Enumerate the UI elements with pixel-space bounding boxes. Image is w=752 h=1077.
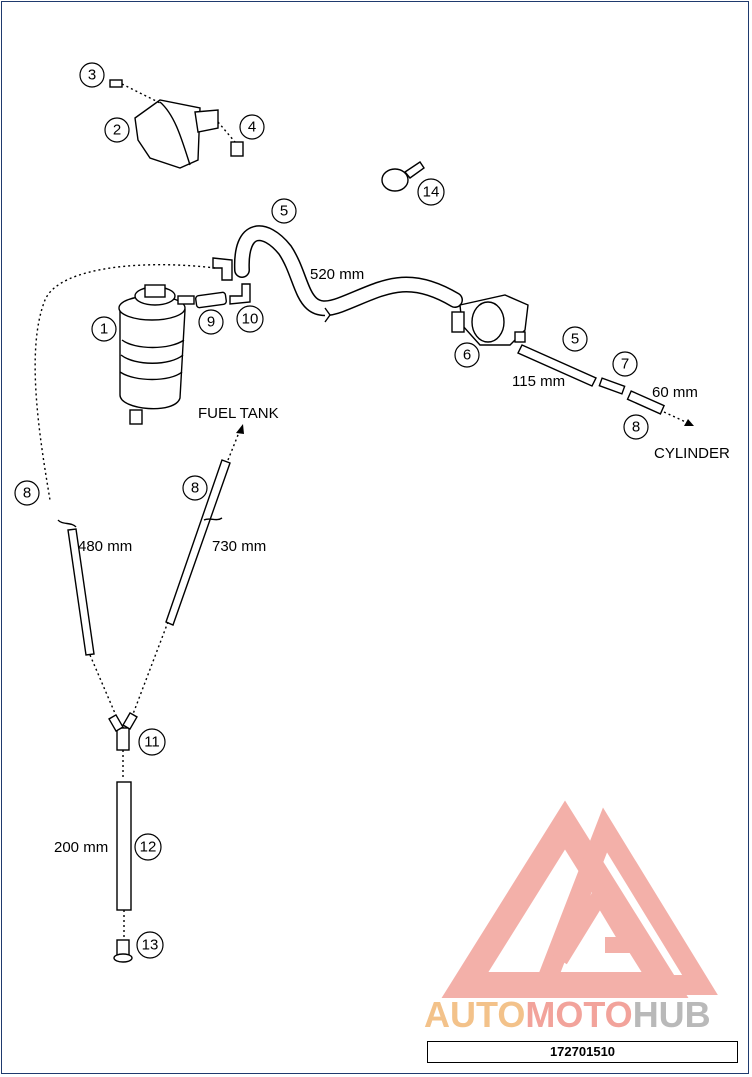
svg-text:5: 5 [571,331,579,348]
reference-number-box: 172701510 [427,1041,738,1063]
callout-13: 13 [136,931,164,959]
elbow-part-10 [229,283,251,305]
fitting-part-7 [598,377,626,395]
cap-part-13 [113,939,133,963]
hose-part-8-left [57,519,121,726]
watermark-logo [441,800,718,998]
dimension-480mm: 480 mm [78,538,132,555]
callout-8-left: 8 [14,480,40,506]
svg-text:2: 2 [113,122,121,139]
clip-part-4 [217,121,244,157]
callout-3: 3 [79,62,105,88]
bracket-part-2 [134,99,219,169]
callout-1: 1 [91,316,117,342]
cable-tie-part-14 [381,161,425,192]
hose-piece-part-9 [194,291,228,309]
callout-4: 4 [239,114,265,140]
callout-5-lower: 5 [562,326,588,352]
watermark-text: AUTOMOTOHUB [424,994,711,1035]
dimension-115mm: 115 mm [512,373,565,390]
svg-text:8: 8 [191,480,199,497]
svg-text:8: 8 [23,485,31,502]
callout-12: 12 [134,833,162,861]
hose-part-12 [116,781,132,938]
svg-text:9: 9 [207,314,215,331]
routing-line-left [34,264,216,501]
y-fitting-part-11 [108,711,138,751]
purge-valve-part-6 [451,294,529,346]
callout-9: 9 [198,309,224,335]
svg-text:3: 3 [88,67,96,84]
hose-part-5-upper [212,225,463,323]
hose-part-8-middle [129,424,244,723]
callout-8-middle: 8 [182,475,208,501]
svg-text:4: 4 [248,119,256,136]
svg-text:6: 6 [463,347,471,364]
svg-text:5: 5 [280,203,288,220]
dimension-200mm: 200 mm [54,839,108,856]
svg-text:13: 13 [142,937,159,954]
bolt-part-3 [109,79,161,104]
callout-7: 7 [612,351,638,377]
hose-part-5-lower [517,344,597,387]
callout-8-right: 8 [623,414,649,440]
dimension-520mm: 520 mm [310,266,364,283]
callout-2: 2 [104,117,130,143]
label-fuel-tank: FUEL TANK [198,405,279,422]
svg-text:14: 14 [423,184,440,201]
callout-10: 10 [236,305,264,333]
dimension-60mm: 60 mm [652,384,698,401]
svg-text:12: 12 [140,839,157,856]
svg-text:7: 7 [621,356,629,373]
callout-6: 6 [454,342,480,368]
label-cylinder: CYLINDER [654,445,730,462]
svg-text:8: 8 [632,419,640,436]
dimension-730mm: 730 mm [212,538,266,555]
svg-text:1: 1 [100,321,108,338]
canister-part-1 [118,284,195,425]
svg-text:11: 11 [144,734,160,751]
hose-part-8-right [626,390,694,426]
callout-11: 11 [138,728,166,756]
callout-5-upper: 5 [271,198,297,224]
svg-text:10: 10 [242,311,259,328]
callout-14: 14 [417,178,445,206]
